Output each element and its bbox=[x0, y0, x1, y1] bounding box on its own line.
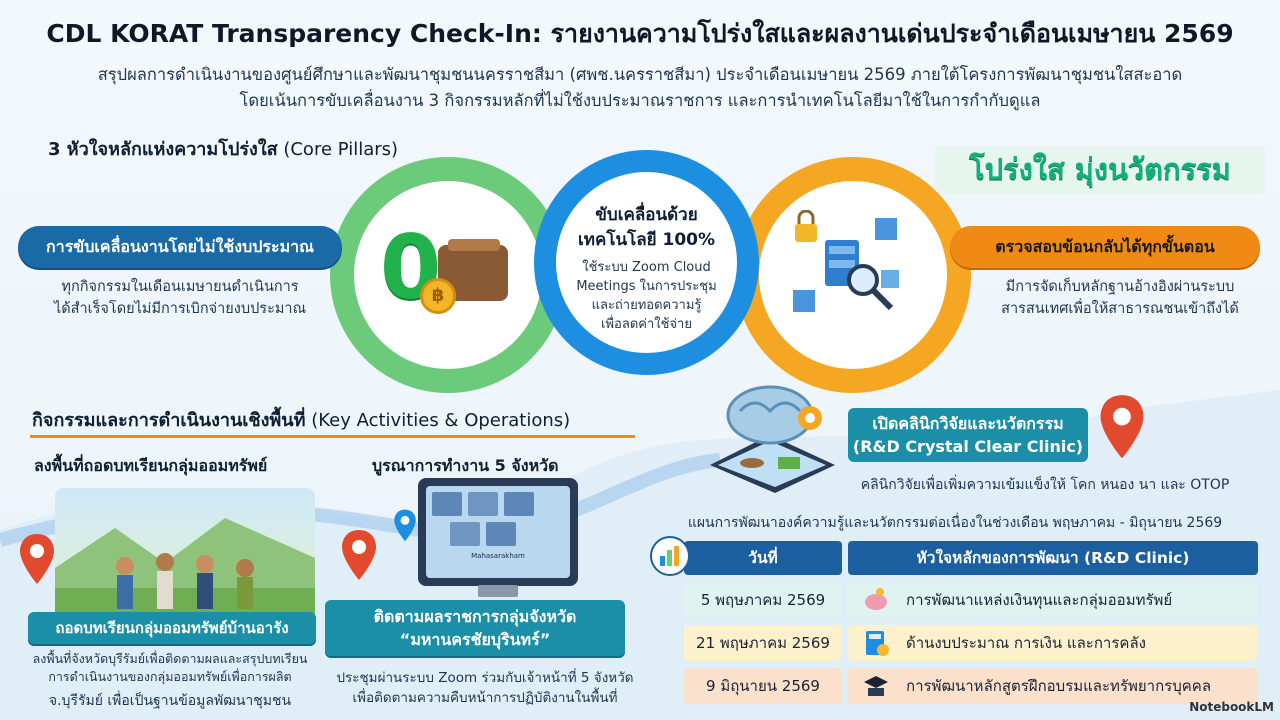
notebooklm-watermark: NotebookLM bbox=[1189, 700, 1274, 714]
tech-desc-line-4: เพื่อลดค่าใช้จ่าย bbox=[601, 317, 692, 332]
tech-desc-line-3: และถ่ายทอดความรู้ bbox=[591, 298, 702, 313]
subtitle-line-1: สรุปผลการดำเนินงานของศูนย์ศึกษาและพัฒนาช… bbox=[97, 65, 1183, 84]
table-row-1-topic: การพัฒนาแหล่งเงินทุนและกลุ่มออมทรัพย์ bbox=[848, 582, 1258, 618]
map-pin-icon bbox=[342, 530, 376, 580]
field-visit-illustration bbox=[55, 488, 315, 623]
activities-underline bbox=[30, 435, 635, 438]
activity-1-heading: ลงพื้นที่ถอดบทเรียนกลุ่มออมทรัพย์ bbox=[34, 456, 268, 475]
calculator-icon bbox=[862, 629, 890, 657]
tech-title-line-2: เทคโนโลยี 100% bbox=[577, 230, 716, 250]
traceable-desc: มีการจัดเก็บหลักฐานอ้างอิงผ่านระบบ สารสน… bbox=[975, 276, 1265, 320]
activity-1-desc: ลงพื้นที่จังหวัดบุรีรัมย์เพื่อติดตามผลแล… bbox=[20, 650, 320, 686]
baht-coin-icon: ฿ bbox=[420, 278, 456, 314]
data-audit-icon bbox=[793, 210, 899, 312]
table-header-topic: หัวใจหลักของการพัฒนา (R&D Clinic) bbox=[848, 541, 1258, 575]
activity-2-desc-line-1: ประชุมผ่านระบบ Zoom ร่วมกับเจ้าหน้าที่ 5… bbox=[336, 670, 634, 686]
traceable-desc-line-1: มีการจัดเก็บหลักฐานอ้างอิงผ่านระบบ bbox=[1005, 279, 1235, 295]
map-pin-icon bbox=[1100, 395, 1144, 459]
traceable-pill: ตรวจสอบข้อนกลับได้ทุกขั้นตอน bbox=[950, 226, 1260, 268]
pillars-heading-th: 3 หัวใจหลักแห่งความโปร่งใส bbox=[48, 139, 278, 160]
graduation-cap-icon bbox=[862, 672, 890, 700]
table-row-2-date: 21 พฤษภาคม 2569 bbox=[684, 625, 842, 661]
province-box-line-2: “มหานครชัยบุรินทร์” bbox=[399, 630, 551, 649]
map-pin-icon bbox=[394, 509, 416, 542]
table-row-3-topic-text: การพัฒนาหลักสูตรฝึกอบรมและทรัพยากรบุคคล bbox=[906, 677, 1212, 695]
activity-1-desc-line-3: จ.บุรีรัมย์ เพื่อเป็นฐานข้อมูลพัฒนาชุมชน bbox=[48, 693, 292, 709]
no-budget-pill: การขับเคลื่อนงานโดยไม่ใช้งบประมาณ bbox=[18, 226, 342, 268]
no-budget-desc-line-1: ทุกกิจกรรมในเดือนเมษายนดำเนินการ bbox=[61, 279, 299, 295]
table-header-date: วันที่ bbox=[684, 541, 842, 575]
table-row-1-topic-text: การพัฒนาแหล่งเงินทุนและกลุ่มออมทรัพย์ bbox=[906, 591, 1173, 609]
activities-heading: กิจกรรมและการดำเนินงานเชิงพื้นที่ (Key A… bbox=[32, 405, 570, 434]
monitor-stand bbox=[478, 585, 518, 597]
video-conference-monitor: Mahasarakham bbox=[418, 478, 578, 586]
tech-desc-line-2: Meetings ในการประชุม bbox=[576, 279, 717, 294]
brain-tablet-illustration bbox=[710, 385, 835, 493]
activities-heading-en: (Key Activities & Operations) bbox=[311, 410, 571, 431]
table-row-2-topic: ด้านงบประมาณ การเงิน และการคลัง bbox=[848, 625, 1258, 661]
savings-group-box: ถอดบทเรียนกลุ่มออมทรัพย์บ้านอารัง bbox=[28, 612, 316, 644]
province-box-line-1: ติดตามผลราชการกลุ่มจังหวัด bbox=[373, 607, 577, 626]
tech-pillar-desc: ใช้ระบบ Zoom Cloud Meetings ในการประชุม … bbox=[560, 258, 733, 334]
gear-icon bbox=[798, 406, 822, 430]
tech-desc-line-1: ใช้ระบบ Zoom Cloud bbox=[582, 260, 711, 275]
piggy-bank-icon bbox=[862, 586, 890, 614]
analytics-icon bbox=[650, 536, 690, 576]
page-subtitle: สรุปผลการดำเนินงานของศูนย์ศึกษาและพัฒนาช… bbox=[30, 62, 1250, 114]
no-budget-desc-line-2: ได้สำเร็จโดยไม่มีการเบิกจ่ายงบประมาณ bbox=[53, 301, 307, 317]
rd-clinic-desc: คลินิกวิจัยเพื่อเพิ่มความเข้มแข็งให้ โคก… bbox=[860, 477, 1230, 493]
table-row-1-date: 5 พฤษภาคม 2569 bbox=[684, 582, 842, 618]
table-row-3-date: 9 มิถุนายน 2569 bbox=[684, 668, 842, 704]
rd-clinic-box: เปิดคลินิกวิจัยและนวัตกรรม (R&D Crystal … bbox=[848, 408, 1088, 462]
activity-2-heading: บูรณาการทำงาน 5 จังหวัด bbox=[372, 456, 559, 475]
activities-heading-th: กิจกรรมและการดำเนินงานเชิงพื้นที่ bbox=[32, 410, 306, 431]
pillars-heading-en: (Core Pillars) bbox=[283, 139, 399, 160]
rd-clinic-line-1: เปิดคลินิกวิจัยและนวัตกรรม bbox=[872, 414, 1064, 433]
page-title: CDL KORAT Transparency Check-In: รายงานค… bbox=[46, 19, 1234, 48]
activity-2-desc-line-2: เพื่อติดตามความคืบหน้าการปฏิบัติงานในพื้… bbox=[352, 690, 618, 706]
transparency-badge: โปร่งใส มุ่งนวัตกรรม bbox=[935, 146, 1265, 194]
province-group-box: ติดตามผลราชการกลุ่มจังหวัด “มหานครชัยบุร… bbox=[325, 600, 625, 656]
table-row-3-topic: การพัฒนาหลักสูตรฝึกอบรมและทรัพยากรบุคคล bbox=[848, 668, 1258, 704]
pillars-heading: 3 หัวใจหลักแห่งความโปร่งใส (Core Pillars… bbox=[48, 134, 398, 163]
table-row-2-topic-text: ด้านงบประมาณ การเงิน และการคลัง bbox=[906, 634, 1146, 652]
map-pin-icon bbox=[20, 534, 54, 584]
no-budget-desc: ทุกกิจกรรมในเดือนเมษายนดำเนินการ ได้สำเร… bbox=[30, 276, 330, 320]
monitor-screen-label: Mahasarakham bbox=[471, 552, 525, 560]
rd-plan-title: แผนการพัฒนาองค์ความรู้และนวัตกรรมต่อเนื่… bbox=[687, 515, 1223, 531]
rd-clinic-line-2: (R&D Crystal Clear Clinic) bbox=[852, 437, 1084, 456]
tech-pillar-title: ขับเคลื่อนด้วย เทคโนโลยี 100% bbox=[555, 203, 738, 253]
traceable-desc-line-2: สารสนเทศเพื่อให้สาธารณชนเข้าถึงได้ bbox=[1001, 301, 1239, 317]
activity-1-desc-line-1: ลงพื้นที่จังหวัดบุรีรัมย์เพื่อติดตามผลแล… bbox=[32, 651, 308, 666]
tech-title-line-1: ขับเคลื่อนด้วย bbox=[595, 205, 698, 225]
activity-2-desc: ประชุมผ่านระบบ Zoom ร่วมกับเจ้าหน้าที่ 5… bbox=[330, 668, 640, 708]
subtitle-line-2: โดยเน้นการขับเคลื่อนงาน 3 กิจกรรมหลักที่… bbox=[239, 91, 1041, 110]
activity-1-desc-line-2: การดำเนินงานของกลุ่มออมทรัพย์เพื่อการผลิ… bbox=[48, 669, 292, 684]
